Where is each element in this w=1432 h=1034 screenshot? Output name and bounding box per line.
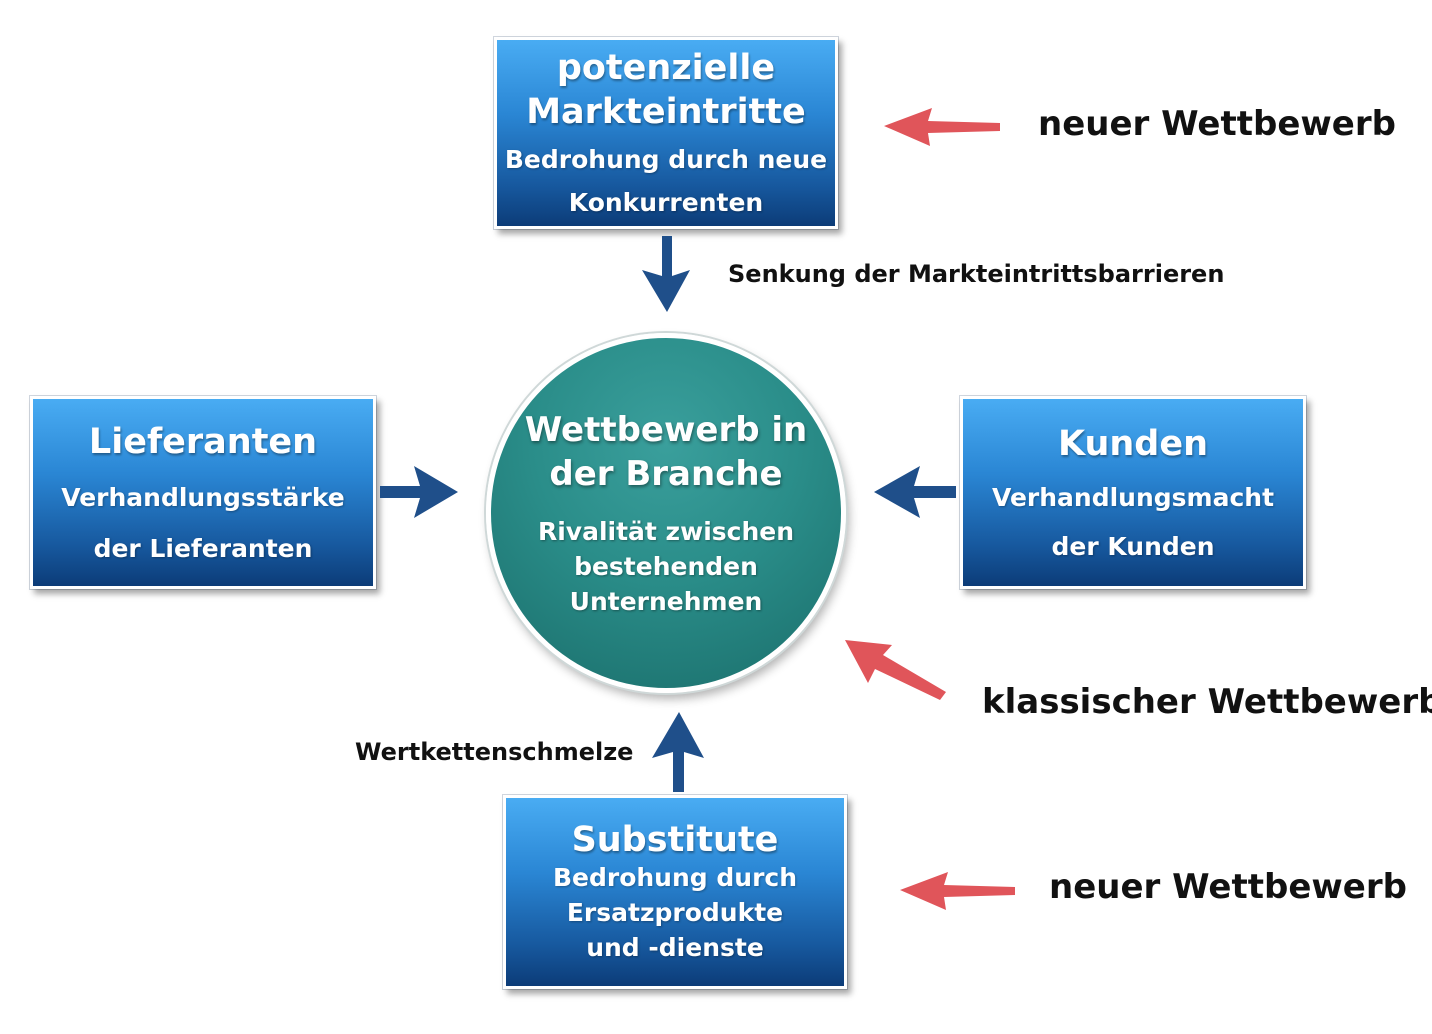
box-substitutes: Substitute Bedrohung durch Ersatzprodukt… <box>503 795 847 989</box>
arrow-new-competition-top-icon <box>884 108 1000 146</box>
circle-title-1: Wettbewerb in <box>524 409 808 450</box>
box-substitutes-sub-1: Bedrohung durch <box>552 862 798 892</box>
circle-sub-2: bestehenden <box>574 551 758 581</box>
box-potential-entrants-title-1: potenzielle <box>556 48 776 88</box>
box-substitutes-sub-3: und -dienste <box>586 932 764 962</box>
box-suppliers-sub-1: Verhandlungsstärke <box>61 482 345 512</box>
label-new-competition-bottom: neuer Wettbewerb <box>1049 867 1407 907</box>
arrow-classic-competition-icon <box>845 640 946 700</box>
circle-sub-1: Rivalität zwischen <box>537 516 795 546</box>
box-customers: Kunden Verhandlungsmacht der Kunden <box>960 396 1306 589</box>
arrow-right-from-suppliers-icon <box>380 466 458 518</box>
arrow-new-competition-bottom-icon <box>900 872 1015 910</box>
arrow-left-from-customers-icon <box>874 466 956 518</box>
circle-title-2: der Branche <box>549 453 783 494</box>
box-substitutes-title: Substitute <box>571 819 779 860</box>
box-potential-entrants-sub-1: Bedrohung durch neue <box>504 145 828 174</box>
box-potential-entrants-title-2: Markteintritte <box>526 92 806 132</box>
arrow-up-from-substitutes-icon <box>652 712 704 792</box>
box-customers-sub-2: der Kunden <box>1051 531 1215 561</box>
box-customers-sub-1: Verhandlungsmacht <box>991 482 1275 512</box>
circle-sub-3: Unternehmen <box>569 586 763 616</box>
label-value-chain-melt: Wertkettenschmelze <box>355 738 634 766</box>
box-potential-entrants-sub-2: Konkurrenten <box>568 188 764 217</box>
label-new-competition-top: neuer Wettbewerb <box>1038 104 1396 144</box>
label-barrier-reduction: Senkung der Markteintrittsbarrieren <box>728 260 1225 288</box>
label-classic-competition: klassischer Wettbewerb <box>982 682 1432 722</box>
circle-industry-rivalry: Wettbewerb in der Branche Rivalität zwis… <box>486 333 846 693</box>
box-potential-entrants: potenzielle Markteintritte Bedrohung dur… <box>494 37 838 229</box>
arrow-down-from-entrants-icon <box>642 236 690 312</box>
box-suppliers-title: Lieferanten <box>88 421 318 462</box>
box-suppliers-sub-2: der Lieferanten <box>93 533 313 563</box>
box-suppliers: Lieferanten Verhandlungsstärke der Liefe… <box>30 396 376 589</box>
box-customers-title: Kunden <box>1057 423 1209 464</box>
box-substitutes-sub-2: Ersatzprodukte <box>566 897 784 927</box>
